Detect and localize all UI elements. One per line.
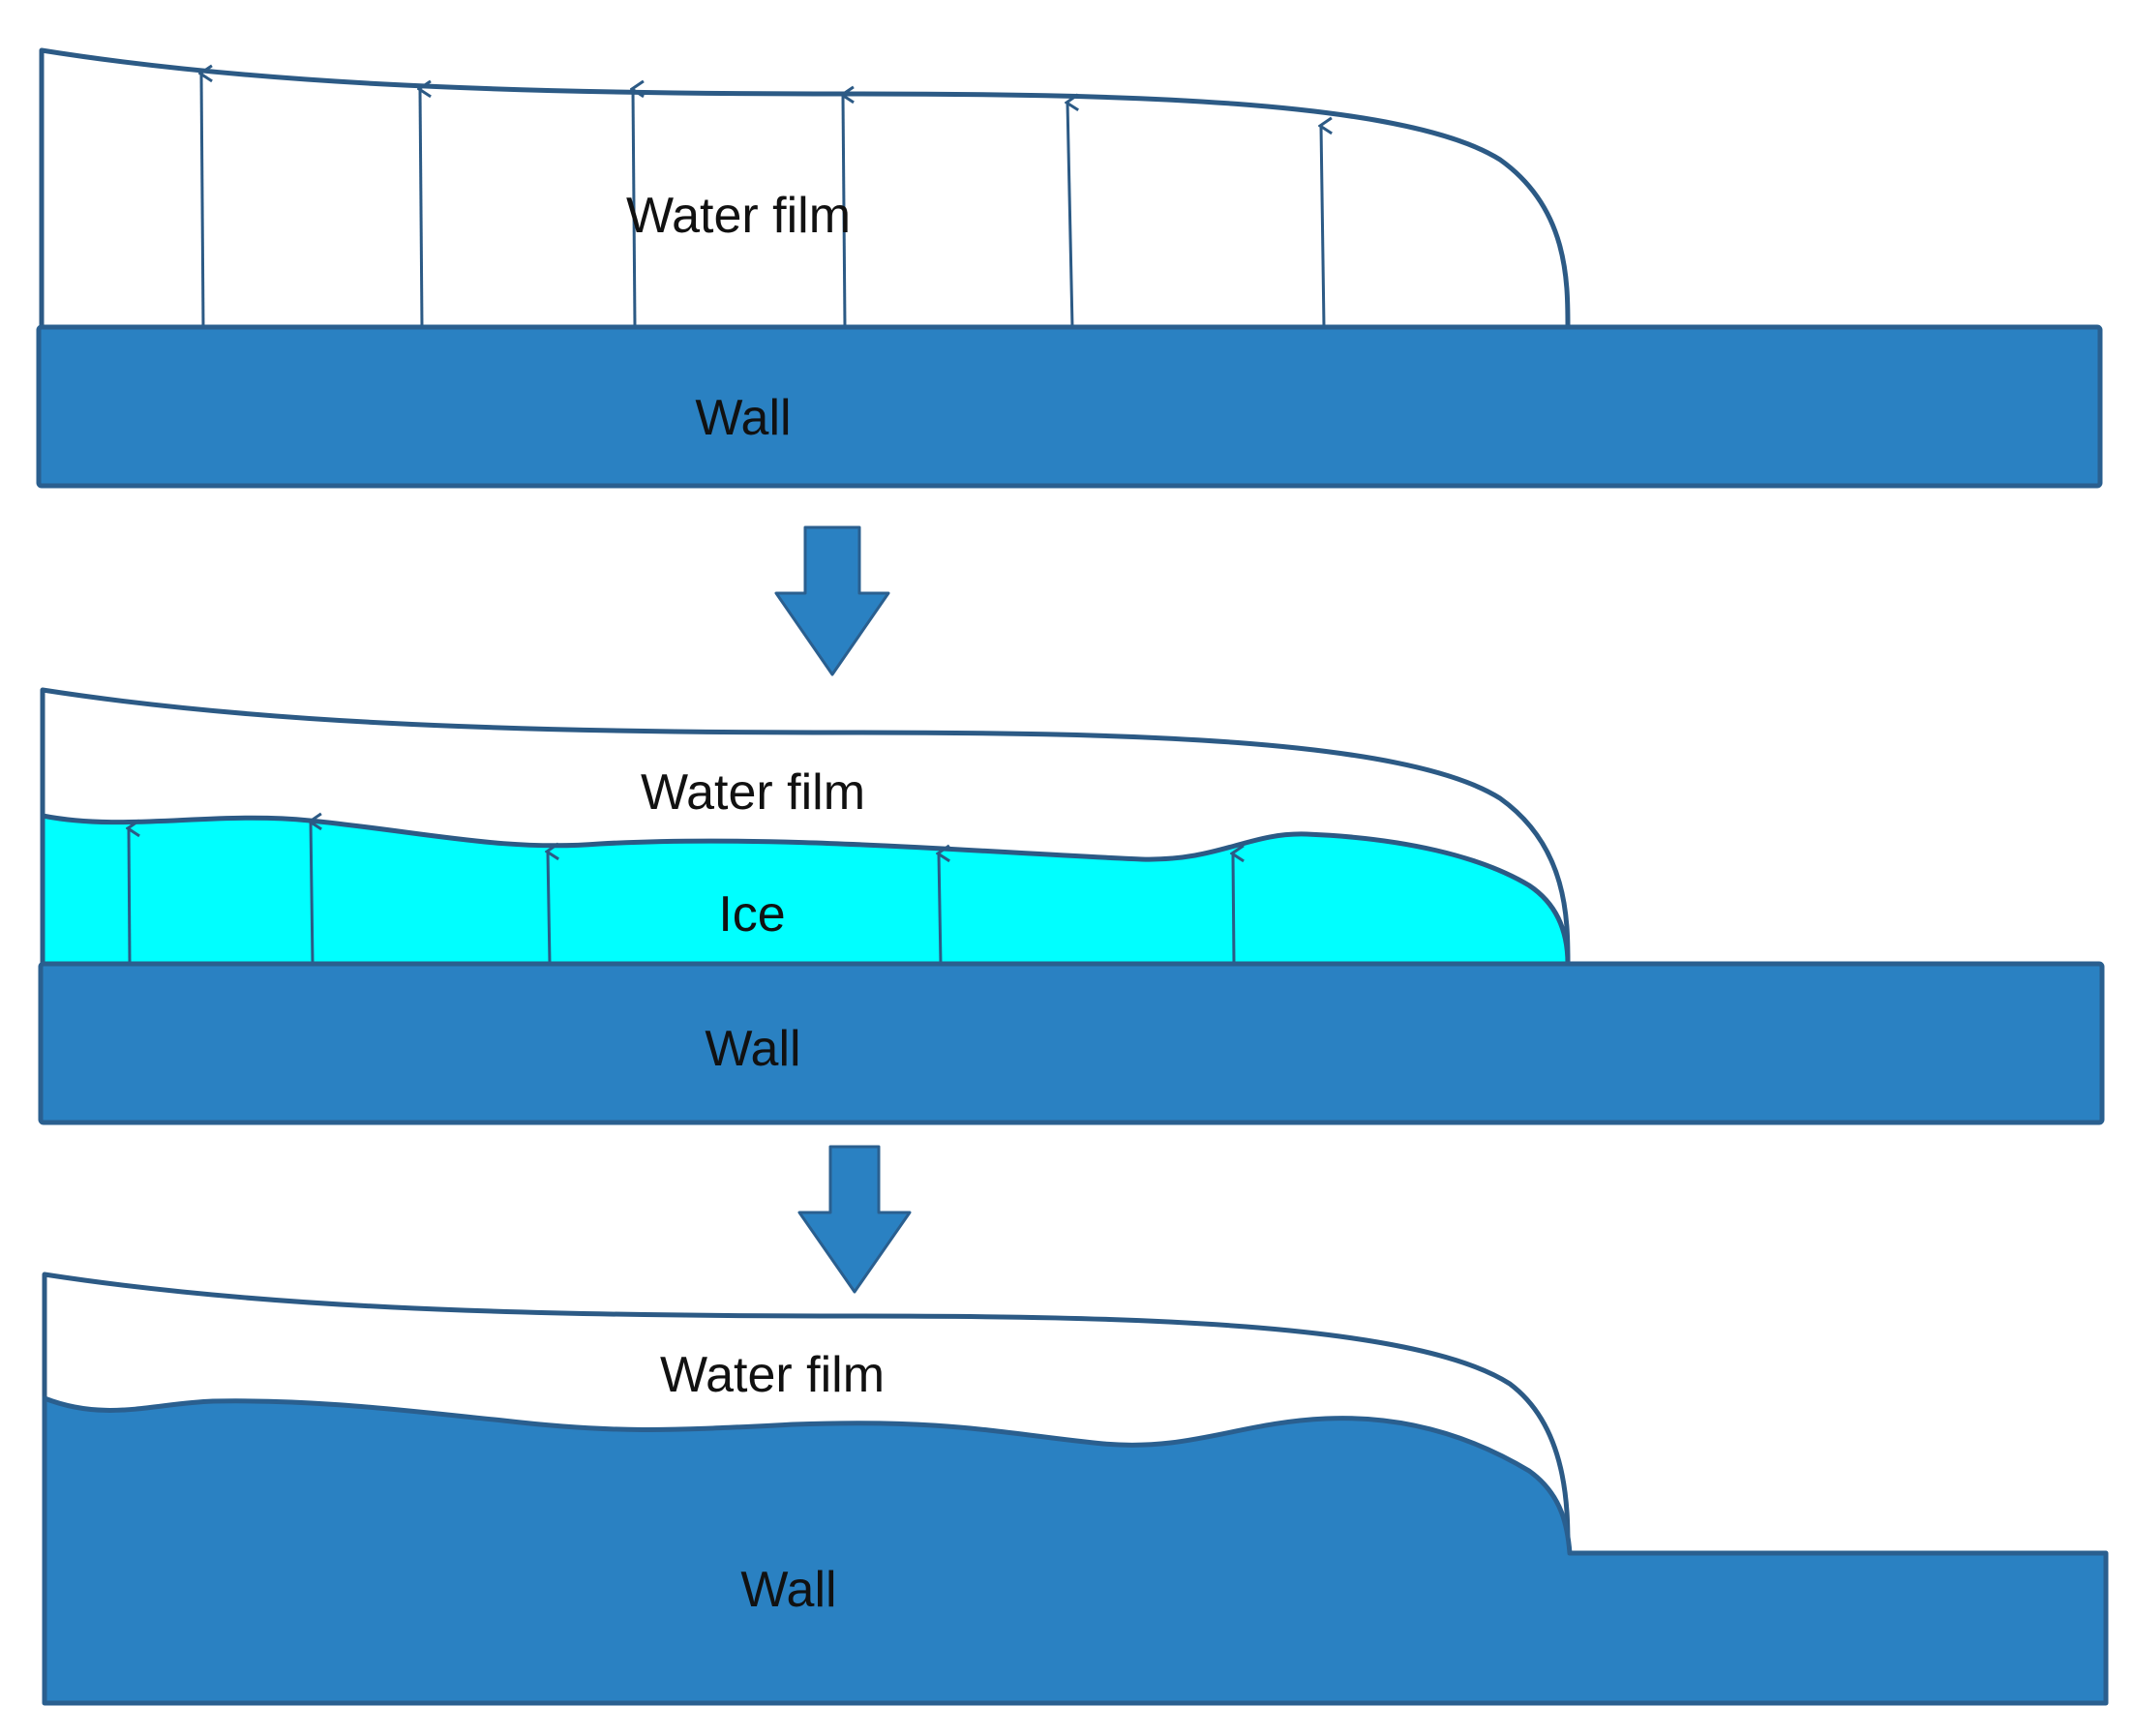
wall-label: Wall <box>705 1021 800 1077</box>
wall-label: Wall <box>740 1562 836 1618</box>
transition-arrow-down <box>797 1145 912 1294</box>
wall <box>36 324 2103 489</box>
heat-flux-arrows <box>129 822 1234 965</box>
water-film-label: Water film <box>660 1347 885 1403</box>
stage-1: Water film Wall <box>36 47 2103 489</box>
transition-arrow-down <box>774 525 890 676</box>
up-arrow <box>201 74 203 328</box>
water-film-label: Water film <box>626 188 851 244</box>
stage-3: Water film Wall <box>42 1272 2109 1706</box>
wall <box>42 1395 2109 1706</box>
up-arrow <box>420 89 422 328</box>
up-arrow <box>1067 103 1072 328</box>
up-arrow <box>1321 126 1324 328</box>
heat-flux-arrows <box>201 74 1324 328</box>
up-arrow <box>548 852 550 965</box>
ice-label: Ice <box>718 886 785 943</box>
wall <box>38 961 2105 1125</box>
water-film-outline <box>39 47 1571 330</box>
up-arrow <box>311 822 313 965</box>
up-arrow <box>129 828 130 965</box>
up-arrow <box>939 853 941 965</box>
ice-layer <box>40 813 1571 967</box>
up-arrow <box>633 89 635 328</box>
wall-label: Wall <box>695 390 791 446</box>
up-arrow <box>843 95 845 328</box>
water-film-label: Water film <box>641 764 865 821</box>
up-arrow <box>1233 853 1234 965</box>
stage-2: Water film Ice Wall <box>38 687 2105 1125</box>
